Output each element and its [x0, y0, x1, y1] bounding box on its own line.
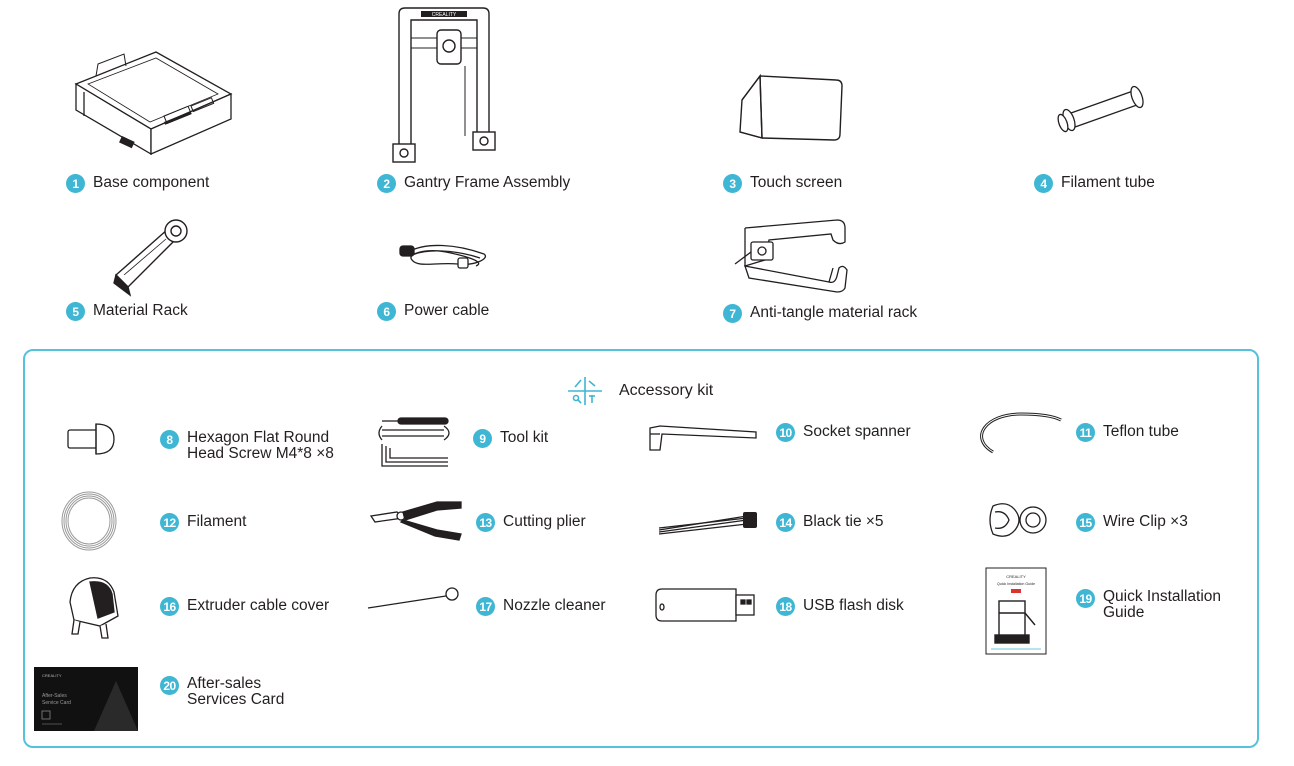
number-badge: 10 — [776, 423, 795, 442]
service-card-image: CREALITY After-Sales Service Card — [34, 667, 138, 731]
part-label: 1 Base component — [66, 174, 209, 193]
kit-item-name: After-sales — [187, 675, 262, 692]
part-name: Power cable — [404, 302, 490, 319]
number-badge: 5 — [66, 302, 85, 321]
guide-brand-text: CREALITY — [1006, 574, 1026, 579]
screw-image — [67, 423, 115, 455]
kit-item-label: 10 Socket spanner — [776, 423, 911, 442]
part-name: Material Rack — [93, 302, 188, 319]
gantry-brand-text: CREALITY — [432, 12, 457, 18]
number-badge: 3 — [723, 174, 742, 193]
cutting-plier-image — [369, 501, 462, 541]
number-badge: 2 — [377, 174, 396, 193]
part-name: Anti-tangle material rack — [750, 304, 918, 321]
part-label: 7 Anti-tangle material rack — [723, 304, 917, 323]
number-badge: 4 — [1034, 174, 1053, 193]
power-cable-image — [399, 244, 486, 269]
kit-item-label: 11 Teflon tube — [1076, 423, 1179, 442]
filament-coil-image — [61, 491, 117, 551]
kit-item-name: Cutting plier — [503, 513, 586, 530]
kit-item-name: Black tie ×5 — [803, 513, 884, 530]
socket-spanner-image — [649, 425, 757, 451]
number-badge: 15 — [1076, 513, 1095, 532]
wire-clip-image — [989, 503, 1047, 537]
material-rack-image — [113, 219, 188, 297]
anti-tangle-rack-image — [734, 219, 848, 293]
kit-item-name: Quick Installation — [1103, 588, 1222, 605]
part-name: Filament tube — [1061, 174, 1155, 191]
part-name: Base component — [93, 174, 210, 191]
accessory-kit-panel — [23, 349, 1259, 748]
number-badge: 1 — [66, 174, 85, 193]
kit-item-label: 18 USB flash disk — [776, 597, 904, 616]
gantry-frame-image: CREALITY — [392, 7, 496, 163]
card-brand-text: CREALITY — [42, 673, 62, 678]
kit-item-name: Teflon tube — [1103, 423, 1179, 440]
kit-item-name: Filament — [187, 513, 247, 530]
accessory-kit-header: Accessory kit — [567, 376, 713, 406]
kit-item-label: 15 Wire Clip ×3 — [1076, 513, 1188, 532]
kit-item-label: 9 Tool kit — [473, 429, 548, 448]
quick-guide-image: CREALITY Quick Installation Guide — [985, 567, 1047, 655]
part-label: 3 Touch screen — [723, 174, 842, 193]
guide-title-text: Quick Installation Guide — [997, 582, 1035, 586]
card-title-line1: After-Sales — [42, 693, 67, 699]
number-badge: 12 — [160, 513, 179, 532]
kit-item-label: 8 Hexagon Flat Round Head Screw M4*8 ×8 — [160, 430, 334, 462]
number-badge: 16 — [160, 597, 179, 616]
number-badge: 6 — [377, 302, 396, 321]
kit-item-name: Wire Clip ×3 — [1103, 513, 1188, 530]
number-badge: 18 — [776, 597, 795, 616]
kit-item-label: 17 Nozzle cleaner — [476, 597, 606, 616]
base-component-image — [74, 51, 233, 156]
kit-item-name: Nozzle cleaner — [503, 597, 606, 614]
nozzle-cleaner-image — [367, 587, 459, 609]
number-badge: 20 — [160, 676, 179, 695]
kit-item-name: USB flash disk — [803, 597, 904, 614]
kit-item-name-line2: Head Screw M4*8 ×8 — [187, 445, 334, 462]
kit-item-label: 12 Filament — [160, 513, 246, 532]
filament-tube-image — [1057, 85, 1144, 133]
accessory-kit-title: Accessory kit — [619, 382, 714, 399]
kit-item-name: Tool kit — [500, 429, 549, 446]
kit-item-label: 19 Quick Installation Guide — [1076, 589, 1221, 621]
number-badge: 17 — [476, 597, 495, 616]
part-label: 4 Filament tube — [1034, 174, 1155, 193]
part-label: 5 Material Rack — [66, 302, 188, 321]
number-badge: 13 — [476, 513, 495, 532]
part-label: 6 Power cable — [377, 302, 489, 321]
number-badge: 7 — [723, 304, 742, 323]
part-name: Gantry Frame Assembly — [404, 174, 571, 191]
kit-item-name-line2: Guide — [1103, 604, 1145, 621]
kit-item-name: Socket spanner — [803, 423, 911, 440]
number-badge: 19 — [1076, 589, 1095, 608]
kit-item-name: Hexagon Flat Round — [187, 429, 330, 446]
kit-item-label: 16 Extruder cable cover — [160, 597, 329, 616]
kit-item-name-line2: Services Card — [187, 691, 285, 708]
number-badge: 9 — [473, 429, 492, 448]
kit-item-name: Extruder cable cover — [187, 597, 330, 614]
kit-item-label: 14 Black tie ×5 — [776, 513, 884, 532]
kit-item-label: 20 After-sales Services Card — [160, 676, 284, 708]
extruder-cover-image — [69, 577, 119, 639]
kit-item-label: 13 Cutting plier — [476, 513, 586, 532]
usb-disk-image — [655, 588, 755, 622]
teflon-tube-image — [980, 412, 1062, 454]
number-badge: 14 — [776, 513, 795, 532]
number-badge: 11 — [1076, 423, 1095, 442]
toolkit-icon — [568, 377, 602, 405]
number-badge: 8 — [160, 430, 179, 449]
tool-kit-image — [378, 417, 450, 467]
black-tie-image — [658, 512, 757, 535]
touch-screen-image — [739, 73, 843, 141]
part-label: 2 Gantry Frame Assembly — [377, 174, 570, 193]
card-title-line2: Service Card — [42, 700, 71, 706]
part-name: Touch screen — [750, 174, 843, 191]
